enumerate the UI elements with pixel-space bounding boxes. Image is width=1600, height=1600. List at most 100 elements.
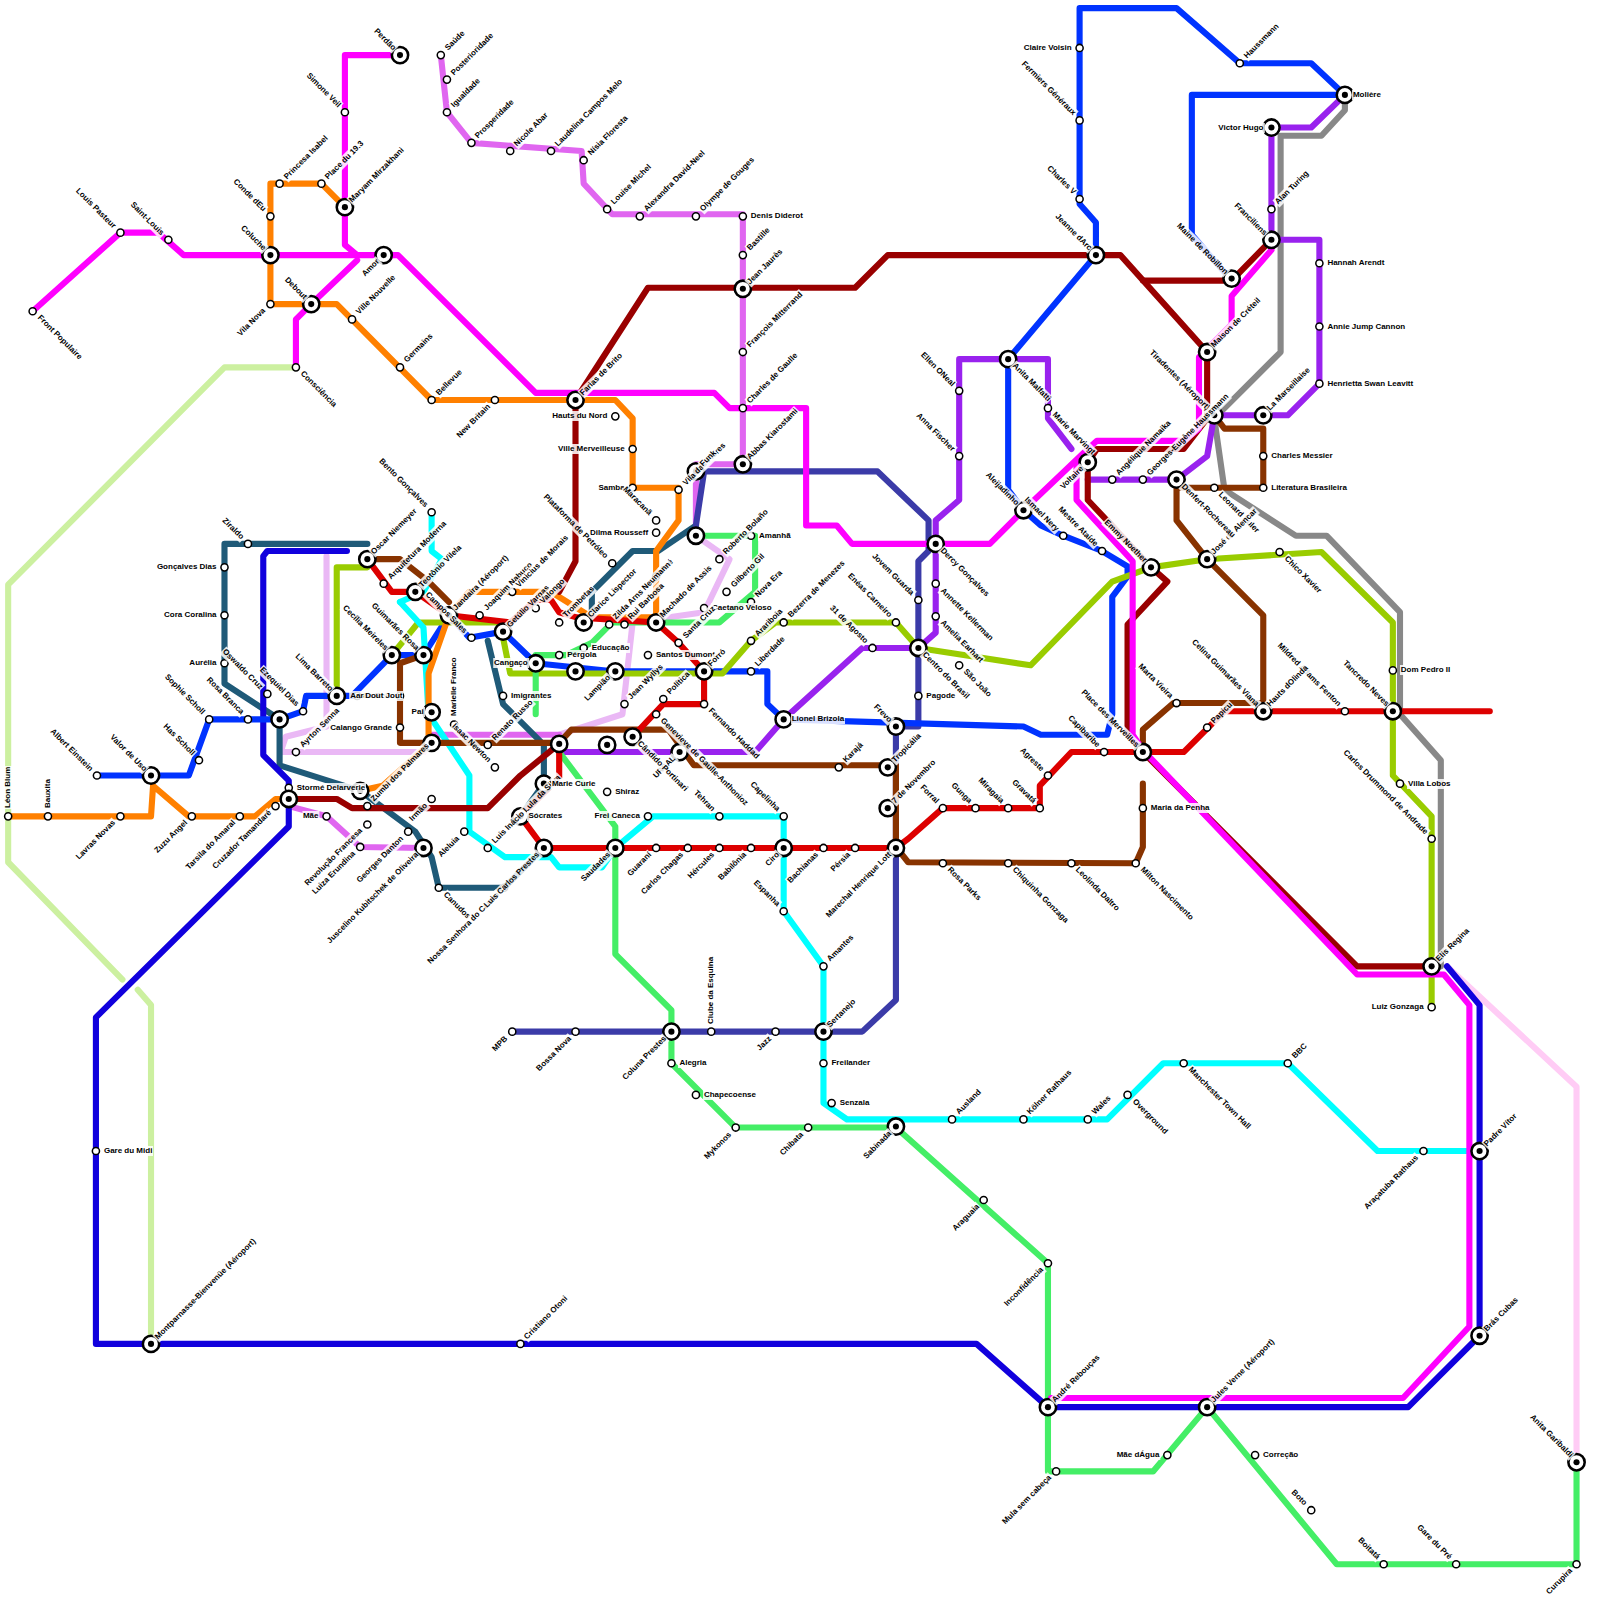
station-dot: [1396, 780, 1403, 787]
station-label: Calango Grande: [329, 723, 393, 733]
station-label: Ausland: [953, 1087, 984, 1118]
interchange-core: [630, 734, 636, 740]
station-dot: [556, 652, 563, 659]
station-label: Gonçalves Dias: [156, 562, 218, 572]
station-label: Mãe dÁgua: [1116, 1450, 1161, 1460]
station-label: Ciro: [762, 849, 782, 869]
station-label: Curupira: [1543, 1566, 1575, 1598]
station-dot: [323, 813, 330, 820]
station-dot: [380, 580, 387, 587]
interchange-core: [781, 845, 787, 851]
station-dot: [939, 805, 946, 812]
station-label: Bellevue: [433, 367, 465, 399]
station-label: Coluche: [238, 223, 269, 254]
station-dot: [675, 639, 682, 646]
station-label: Celina Guimarães Viana: [1189, 637, 1262, 710]
station-dot: [869, 644, 876, 651]
station-label: Aleijadinho: [983, 470, 1022, 509]
station-dot: [292, 364, 299, 371]
station-dot: [547, 147, 554, 154]
station-dot: [364, 821, 371, 828]
station-label: Sophie Scholl: [162, 672, 208, 718]
station-label: Tancredo Neves: [1340, 658, 1392, 710]
station-label: Hércules: [686, 849, 718, 881]
station-label: Victor Hugo: [1217, 123, 1264, 133]
interchange-core: [572, 668, 578, 674]
station-dot: [956, 387, 963, 394]
metro-line: [1051, 464, 1469, 1398]
station-dot: [244, 716, 251, 723]
station-label: Debout: [282, 275, 310, 303]
station-dot: [915, 596, 922, 603]
station-dot: [484, 844, 491, 851]
interchange-core: [1204, 556, 1210, 562]
station-label: Fermiers Généraux: [1018, 59, 1078, 119]
interchange-ring: [271, 711, 287, 727]
station-dot: [396, 724, 403, 731]
station-label: Pérgola: [566, 650, 597, 660]
station-label: Sertanejo: [825, 996, 859, 1030]
interchange-core: [612, 668, 618, 674]
station-label: Clube da Esquina: [706, 956, 716, 1025]
station-label: Ziraldo: [219, 515, 246, 542]
station-label: Wales: [1089, 1093, 1114, 1118]
station-label: Pai: [411, 707, 425, 717]
station-dot: [428, 509, 435, 516]
station-label: Manchester Town Hall: [1185, 1065, 1253, 1133]
station-label: Has Scholl: [160, 721, 197, 758]
station-dot: [747, 844, 754, 851]
station-dot: [780, 813, 787, 820]
station-label: Abbas Kiarostami: [744, 406, 801, 463]
station-dot: [1341, 708, 1348, 715]
interchange-core: [286, 796, 292, 802]
station-label: Cristiano Otoni: [522, 1293, 571, 1342]
station-label: Pagode: [925, 691, 956, 701]
station-label: Dout Jout: [364, 691, 403, 701]
station-dot: [739, 213, 746, 220]
station-label: Capelinha: [747, 779, 783, 815]
station-dot: [604, 206, 611, 213]
station-label: Alan Turing: [1273, 168, 1312, 207]
station-label: 31 de Agosto: [827, 603, 871, 647]
station-dot: [915, 692, 922, 699]
station-label: Bachianas: [785, 849, 822, 886]
station-label: Denis Diderot: [750, 211, 804, 221]
station-dot: [1316, 260, 1323, 267]
station-dot: [1020, 1116, 1027, 1123]
station-label: Isaac Newton: [449, 721, 494, 766]
station-dot: [1124, 1091, 1131, 1098]
interchange-core: [1204, 349, 1210, 355]
metro-line: [400, 602, 1480, 1151]
station-dot: [820, 844, 827, 851]
station-dot: [692, 213, 699, 220]
interchange-core: [1005, 356, 1011, 362]
station-dot: [644, 813, 651, 820]
interchange-core: [397, 52, 403, 58]
interchange-core: [1268, 124, 1274, 130]
interchange-core: [308, 301, 314, 307]
station-dot: [636, 213, 643, 220]
station-dot: [739, 348, 746, 355]
station-dot: [443, 109, 450, 116]
station-label: Mula sem cabeça: [1000, 1473, 1055, 1528]
station-dot: [1268, 206, 1275, 213]
station-label: Villa Lobos: [1407, 779, 1452, 789]
station-label: Amantes: [825, 933, 857, 965]
station-dot: [221, 564, 228, 571]
interchange-core: [612, 845, 618, 851]
station-dot: [1068, 860, 1075, 867]
station-dot: [1139, 805, 1146, 812]
station-dot: [948, 1116, 955, 1123]
station-label: Carlos Drummond de Andrade: [1340, 747, 1430, 837]
station-label: Hauts dOlinda: [1265, 663, 1312, 710]
station-label: Gare du Pré: [1414, 1522, 1455, 1563]
station-dot: [772, 1028, 779, 1035]
station-label: Brás Cubas: [1481, 1294, 1521, 1334]
interchange-core: [701, 668, 707, 674]
station-label: Henrietta Swan Leavitt: [1326, 379, 1414, 389]
station-dot: [507, 147, 514, 154]
station-label: Nísia Floresta: [585, 113, 631, 159]
station-dot: [609, 560, 616, 567]
station-dot: [5, 813, 12, 820]
